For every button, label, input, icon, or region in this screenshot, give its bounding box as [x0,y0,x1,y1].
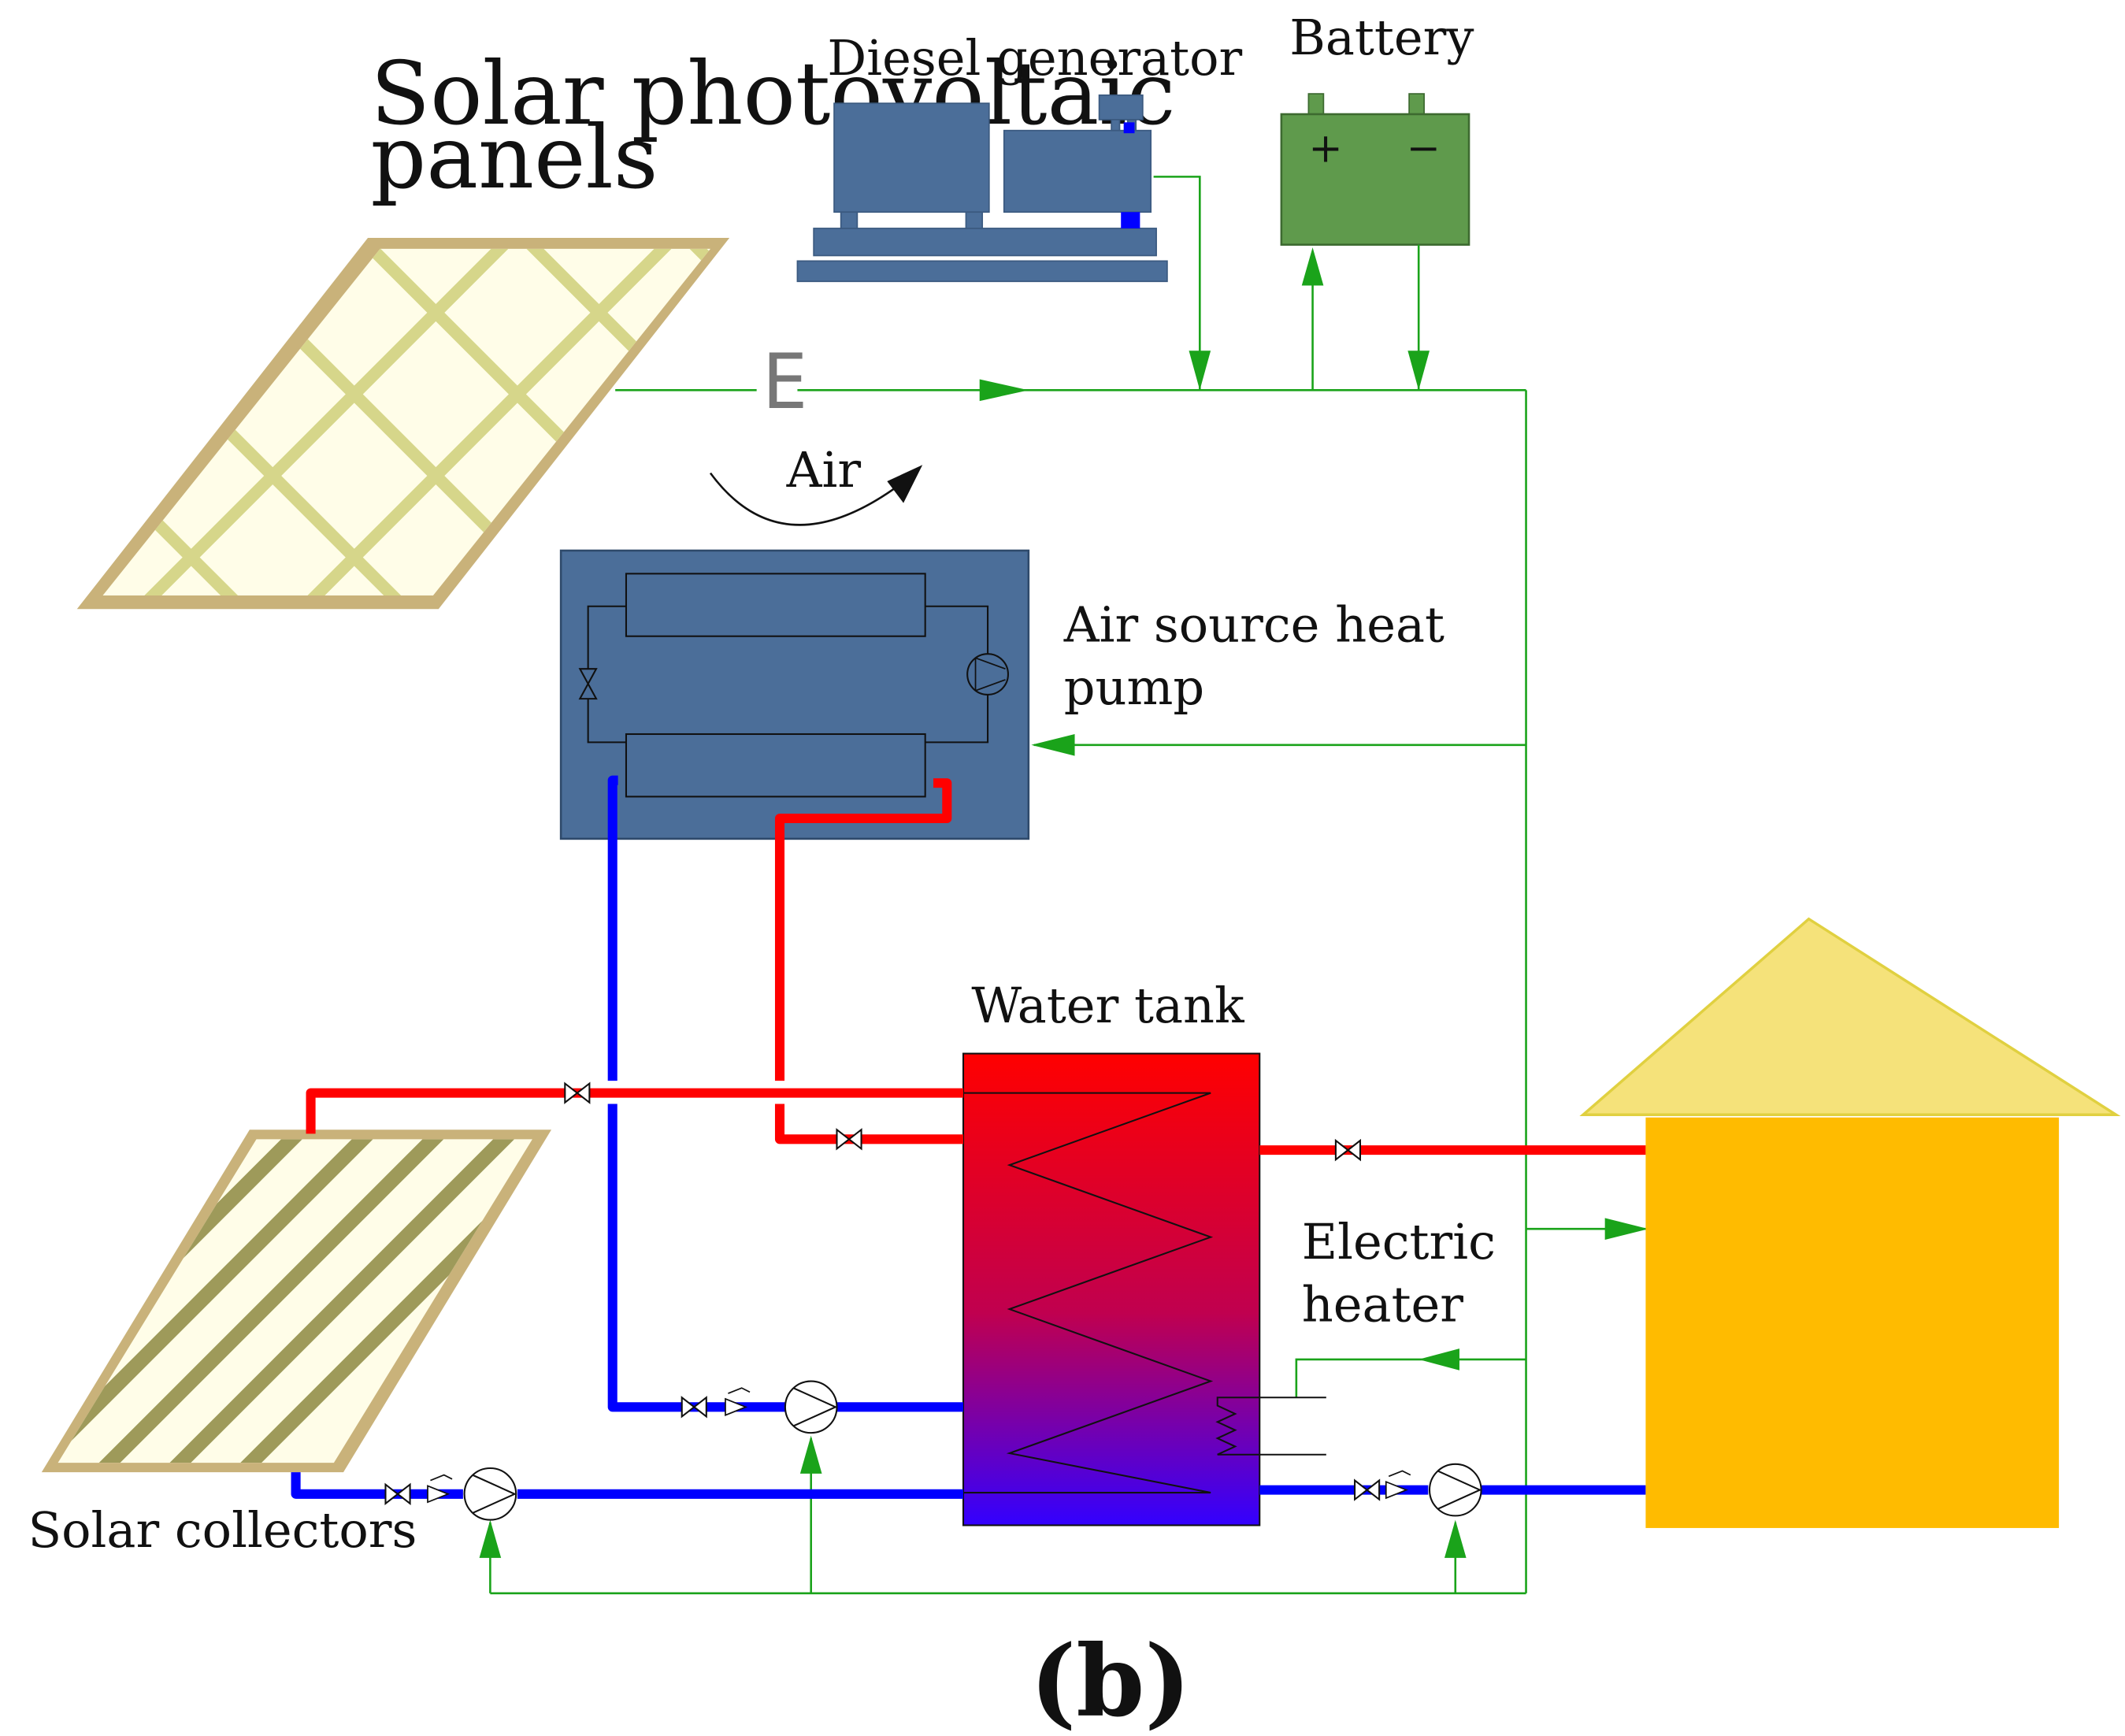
valve-icon [836,1128,862,1151]
water-tank-label: Water tank [971,977,1245,1034]
solar-collector-panel [41,1130,552,1473]
electric-flow-arrows [479,247,1648,1558]
diesel-generator-label: Diesel generator [827,29,1242,87]
expansion-valve-icon [578,668,598,700]
energy-flow-label: E [762,337,808,426]
valves [384,1081,1381,1505]
valve-icon [681,1396,707,1419]
battery-plus-terminal: + [1308,124,1342,172]
electric-heater-label-line1: Electric [1302,1213,1496,1270]
electric-heater-element [1215,1397,1326,1456]
air-flow-arrowhead [887,465,923,503]
valve-icon [1334,1138,1362,1162]
valve-icon [564,1081,591,1104]
check-valve-icon [427,1485,451,1504]
heat-exchanger-coil [963,1092,1214,1494]
valve-icon [1354,1478,1381,1501]
pv-panels-label-line1: Solar photovoltaic [371,43,1176,145]
pump-icon [784,1380,838,1434]
check-valve-icon [1388,1470,1411,1478]
electric-heater-label-line2: heater [1302,1276,1464,1334]
battery: + − [1280,93,1470,246]
air-flow-arrow [709,472,902,526]
check-valve-icon [725,1397,748,1416]
valve-icon [384,1482,411,1505]
battery-label: Battery [1289,9,1474,66]
air-source-heat-pump [559,549,1030,840]
pump-icon [1428,1463,1482,1517]
cold-water-pipes [291,775,1646,1499]
check-valve-icon [430,1474,453,1482]
hot-water-pipes [306,778,1646,1155]
diesel-generator [796,94,1168,283]
house [1579,917,2121,1528]
compressor-icon [966,653,1009,696]
solar-collectors-label: Solar collectors [28,1501,417,1559]
air-label: Air [786,441,862,499]
pump-icon [463,1467,517,1521]
figure-caption: (b) [1030,1624,1191,1736]
battery-minus-terminal: − [1407,124,1441,172]
heat-pump-label-line2: pump [1064,658,1204,716]
check-valve-icon [728,1387,751,1394]
check-valves [427,1387,1411,1504]
water-tank [962,1052,1326,1526]
pv-panels-label-line2: panels [371,107,658,209]
house-roof [1579,917,2121,1116]
heat-pump-label-line1: Air source heat [1063,596,1444,654]
pumps [463,1380,1482,1521]
check-valve-icon [1385,1480,1408,1500]
